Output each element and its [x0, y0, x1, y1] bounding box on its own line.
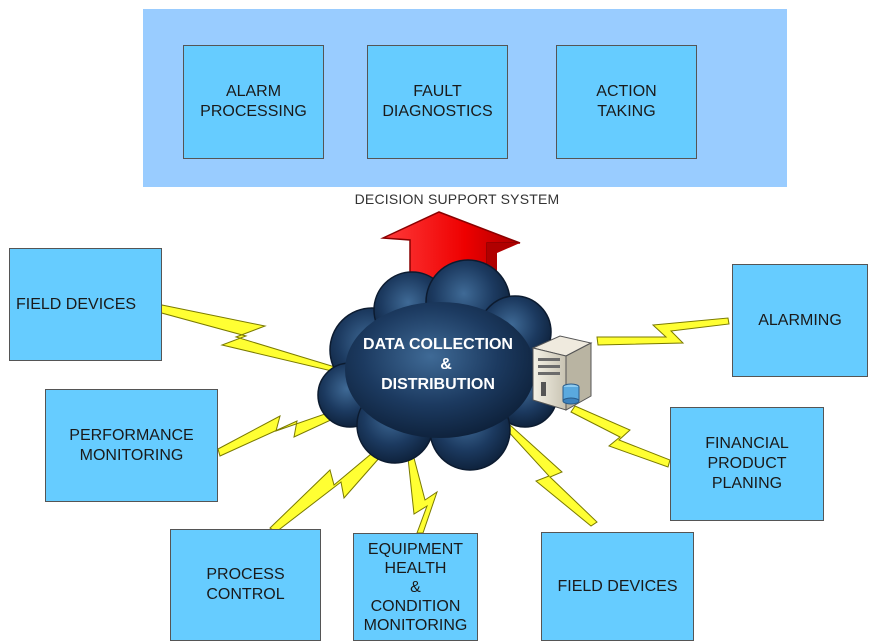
lightning-field-devices-bottom: [504, 424, 598, 527]
lightning-field-devices-left: [157, 304, 337, 373]
data-cloud-shape: [317, 259, 558, 471]
node-performance-monitoring: PERFORMANCE MONITORING: [45, 389, 218, 502]
module-fault-diagnostics: FAULT DIAGNOSTICS: [367, 45, 508, 159]
module-action-taking: ACTION TAKING: [556, 45, 697, 159]
lightning-process-control: [269, 443, 389, 533]
node-financial-planing: FINANCIAL PRODUCT PLANING: [670, 407, 824, 521]
node-field-devices-bottom: FIELD DEVICES: [541, 532, 694, 641]
module-alarm-processing: ALARM PROCESSING: [183, 45, 324, 159]
node-equipment-health: EQUIPMENT HEALTH & CONDITION MONITORING: [353, 533, 478, 641]
lightning-financial-planing: [570, 405, 671, 468]
hub-label-line-3: DISTRIBUTION: [381, 376, 495, 393]
node-process-control: PROCESS CONTROL: [170, 529, 321, 641]
decision-support-label: DECISION SUPPORT SYSTEM: [354, 191, 560, 207]
lightning-equipment-health: [407, 457, 438, 534]
lightning-alarming: [596, 317, 730, 346]
hub-label-line-2: &: [440, 356, 452, 373]
node-field-devices-left: FIELD DEVICES: [9, 248, 162, 361]
hub-label-line-1: DATA COLLECTION: [363, 336, 513, 353]
server-icon: [531, 335, 593, 411]
node-alarming: ALARMING: [732, 264, 868, 377]
